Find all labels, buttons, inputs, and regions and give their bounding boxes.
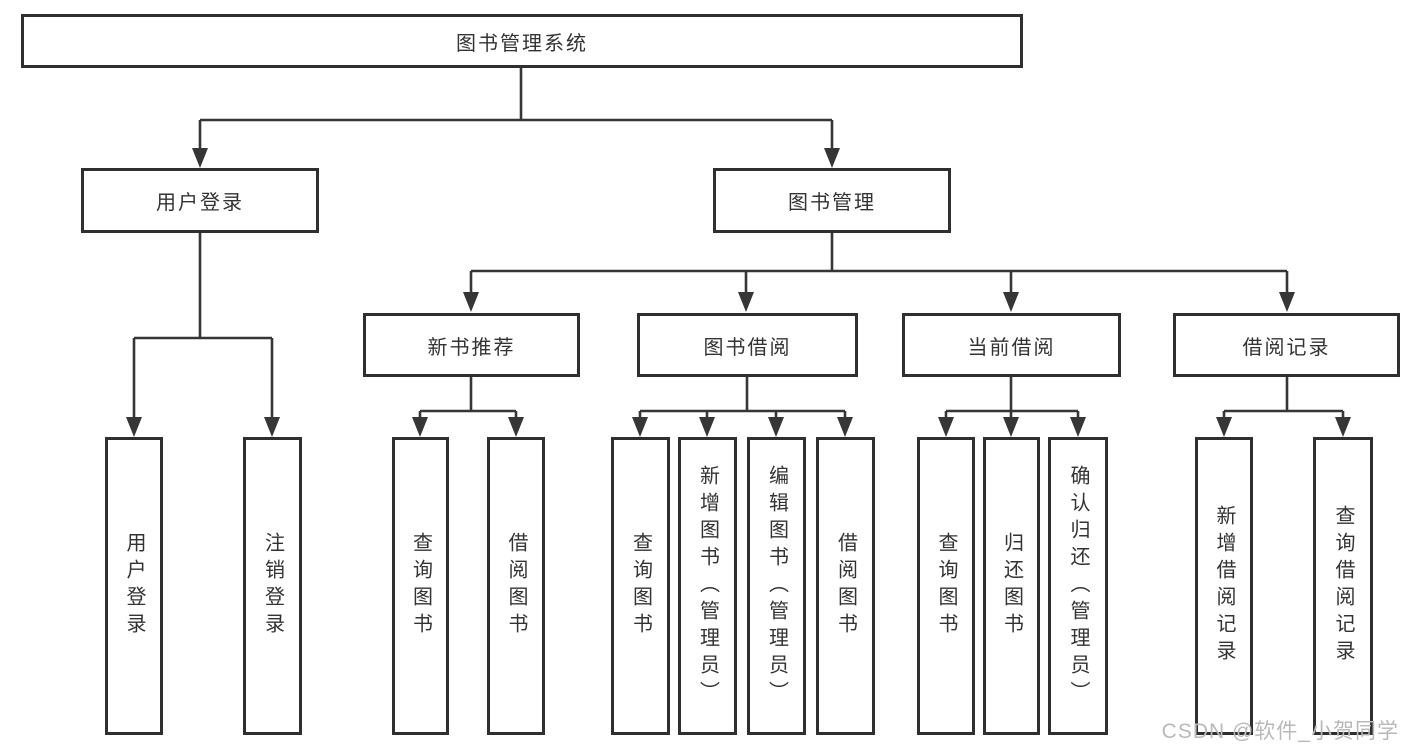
leaf-query-book-2: 查询图书	[611, 437, 670, 735]
leaf-add-book-admin-label: 新增图书（管理员）	[696, 464, 719, 708]
leaf-return-book: 归还图书	[983, 437, 1040, 735]
leaf-user-login-label: 用户登录	[123, 532, 145, 640]
leaf-query-book-1-label: 查询图书	[409, 532, 432, 640]
node-book-borrow: 图书借阅	[637, 313, 858, 377]
node-borrow-records: 借阅记录	[1173, 313, 1400, 377]
node-book-management: 图书管理	[713, 168, 951, 233]
leaf-edit-book-admin-label: 编辑图书（管理员）	[765, 464, 788, 708]
node-user-login-label: 用户登录	[156, 192, 244, 214]
leaf-logout-label: 注销登录	[261, 532, 284, 640]
node-current-borrow-label: 当前借阅	[967, 336, 1056, 359]
node-current-borrow: 当前借阅	[902, 313, 1121, 377]
leaf-confirm-return-admin: 确认归还（管理员）	[1048, 437, 1108, 735]
node-borrow-records-label: 借阅记录	[1242, 336, 1331, 359]
leaf-query-borrow-record: 查询借阅记录	[1313, 437, 1373, 735]
leaf-user-login: 用户登录	[105, 437, 163, 735]
leaf-add-borrow-record-label: 新增借阅记录	[1213, 505, 1235, 667]
leaf-confirm-return-admin-label: 确认归还（管理员）	[1067, 464, 1089, 708]
leaf-borrow-book-2: 借阅图书	[816, 437, 875, 735]
node-book-management-label: 图书管理	[788, 192, 876, 214]
leaf-query-book-1: 查询图书	[392, 437, 449, 735]
leaf-return-book-label: 归还图书	[1000, 532, 1023, 640]
node-user-login: 用户登录	[81, 168, 319, 233]
node-new-book-recommend-label: 新书推荐	[427, 336, 516, 359]
leaf-logout: 注销登录	[243, 437, 302, 735]
leaf-edit-book-admin: 编辑图书（管理员）	[747, 437, 806, 735]
leaf-query-book-3: 查询图书	[917, 437, 975, 735]
leaf-query-book-3-label: 查询图书	[935, 532, 957, 640]
leaf-add-borrow-record: 新增借阅记录	[1195, 437, 1253, 735]
node-new-book-recommend: 新书推荐	[363, 313, 580, 377]
leaf-borrow-book-1: 借阅图书	[487, 437, 545, 735]
leaf-query-book-2-label: 查询图书	[629, 532, 652, 640]
csdn-watermark: CSDN @软件_小贺同学	[1161, 720, 1399, 743]
node-book-borrow-label: 图书借阅	[703, 336, 792, 359]
node-root-label: 图书管理系统	[456, 32, 588, 55]
leaf-borrow-book-1-label: 借阅图书	[505, 532, 527, 640]
leaf-borrow-book-2-label: 借阅图书	[834, 532, 857, 640]
leaf-query-borrow-record-label: 查询借阅记录	[1332, 505, 1354, 667]
leaf-add-book-admin: 新增图书（管理员）	[678, 437, 737, 735]
node-root: 图书管理系统	[21, 14, 1023, 68]
